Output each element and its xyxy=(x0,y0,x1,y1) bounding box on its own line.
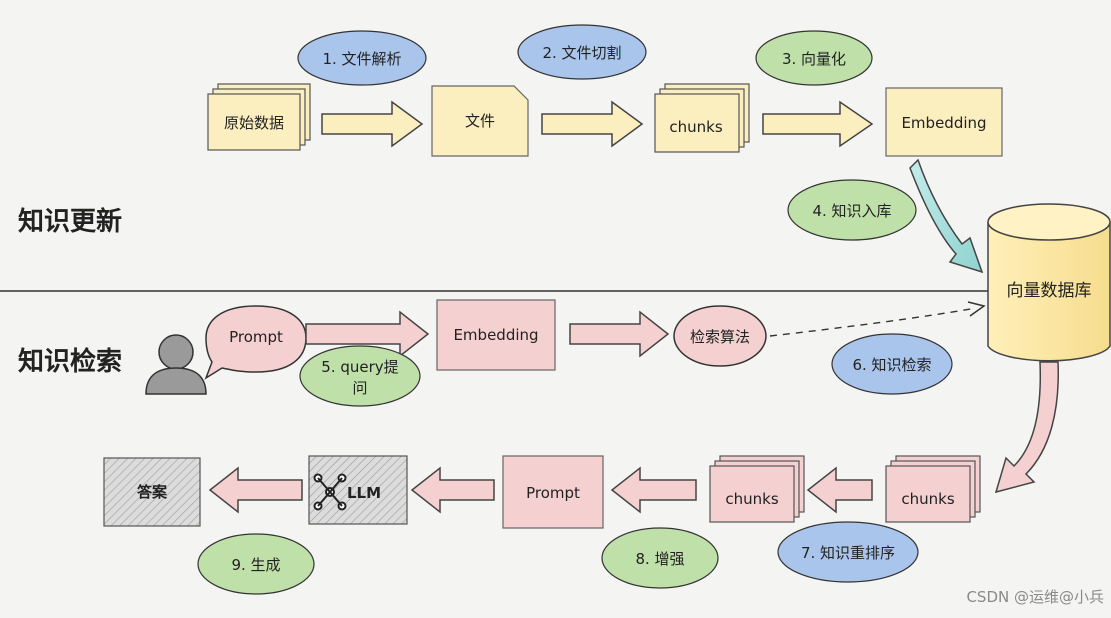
step-8-label: 8. 增强 xyxy=(635,550,684,568)
search-algo-node: 检索算法 xyxy=(673,305,767,367)
answer-node: 答案 xyxy=(103,457,201,527)
vector-db-label: 向量数据库 xyxy=(1007,281,1092,301)
step-7-label: 7. 知识重排序 xyxy=(801,544,895,562)
step-5-bubble: 5. query提 问 xyxy=(299,345,421,407)
step-1-label: 1. 文件解析 xyxy=(322,50,401,68)
step-6-label: 6. 知识检索 xyxy=(852,356,931,374)
step-3-label: 3. 向量化 xyxy=(782,50,846,68)
step-4-label: 4. 知识入库 xyxy=(812,202,891,220)
step-9-label: 9. 生成 xyxy=(231,556,280,574)
section-title-retrieval: 知识检索 xyxy=(18,346,122,377)
prompt-user-label: Prompt xyxy=(229,328,283,346)
arrow-chunks-to-prompt xyxy=(610,466,697,514)
llm-label: LLM xyxy=(347,484,381,502)
step-1-bubble: 1. 文件解析 xyxy=(297,30,427,86)
embedding-mid-label: Embedding xyxy=(453,326,538,344)
watermark: CSDN @运维@小兵 xyxy=(966,588,1104,606)
raw-data-label: 原始数据 xyxy=(224,114,284,132)
step-7-bubble: 7. 知识重排序 xyxy=(777,521,919,583)
llm-node: LLM xyxy=(308,455,408,525)
network-icon xyxy=(313,473,347,511)
chunks-left-node: chunks xyxy=(709,455,805,523)
embedding-top-label: Embedding xyxy=(901,114,986,132)
section-title-update: 知识更新 xyxy=(18,206,122,237)
chunks-top-label: chunks xyxy=(669,118,722,136)
chunks-left-label: chunks xyxy=(725,490,778,508)
chunks-top-node: chunks xyxy=(654,83,750,153)
arrow-raw-to-file xyxy=(321,100,424,148)
embedding-mid-node: Embedding xyxy=(436,299,556,371)
step-9-bubble: 9. 生成 xyxy=(197,533,315,595)
step-8-bubble: 8. 增强 xyxy=(601,527,719,589)
prompt-bubble: Prompt xyxy=(204,305,307,380)
search-algo-label: 检索算法 xyxy=(690,328,750,346)
arrow-chunks-to-embedding xyxy=(762,100,874,148)
step-2-label: 2. 文件切割 xyxy=(542,44,621,62)
arrow-chunks-right-to-left xyxy=(806,466,873,514)
step-4-bubble: 4. 知识入库 xyxy=(787,179,917,241)
arrow-embedding-to-search xyxy=(569,310,670,358)
raw-data-node: 原始数据 xyxy=(207,83,311,151)
answer-label: 答案 xyxy=(137,483,168,501)
vector-db-node: 向量数据库 xyxy=(987,203,1111,362)
dashed-search-to-db xyxy=(769,307,977,337)
arrow-file-to-chunks xyxy=(541,100,644,148)
step-3-bubble: 3. 向量化 xyxy=(755,30,873,86)
chunks-right-label: chunks xyxy=(901,490,954,508)
step-2-bubble: 2. 文件切割 xyxy=(517,24,647,80)
file-label: 文件 xyxy=(465,112,495,130)
chunks-right-node: chunks xyxy=(885,455,981,523)
step-5-label-line2: 问 xyxy=(352,379,367,397)
step-5-label-line1: 5. query提 xyxy=(321,358,398,376)
prompt-bottom-node: Prompt xyxy=(502,455,604,529)
dashed-arrowhead xyxy=(967,301,986,317)
arrow-prompt-to-llm xyxy=(410,466,495,514)
embedding-top-node: Embedding xyxy=(885,87,1003,157)
user-icon xyxy=(145,334,207,395)
arrow-prompt-to-embedding xyxy=(305,310,430,358)
prompt-bottom-label: Prompt xyxy=(526,484,580,502)
step-6-bubble: 6. 知识检索 xyxy=(831,333,953,395)
arrow-llm-to-answer xyxy=(208,466,303,514)
arrow-db-to-chunks xyxy=(994,361,1059,494)
file-node: 文件 xyxy=(431,85,529,157)
arrow-embedding-to-db xyxy=(909,158,984,274)
